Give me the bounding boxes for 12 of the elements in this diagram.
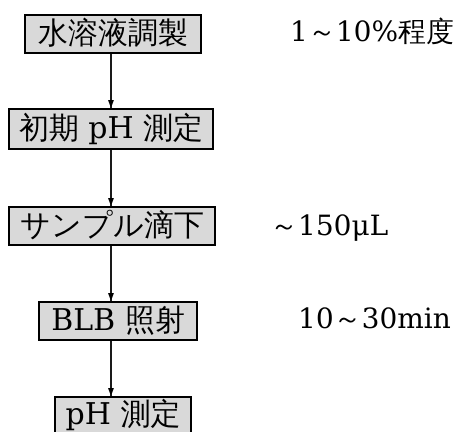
arrow <box>108 54 114 108</box>
process-box: 初期 pH 測定 <box>8 108 214 150</box>
arrow <box>108 150 114 206</box>
process-box: pH 測定 <box>54 396 192 432</box>
process-box: 水溶液調製 <box>24 14 202 54</box>
arrow <box>108 246 114 301</box>
note-text: 10～30min <box>298 303 451 335</box>
process-box: BLB 照射 <box>38 301 198 341</box>
note-text: ～150μL <box>270 210 388 242</box>
arrow <box>108 341 114 396</box>
process-box: サンプル滴下 <box>8 206 216 246</box>
note-text: 1～10%程度 <box>290 16 453 48</box>
